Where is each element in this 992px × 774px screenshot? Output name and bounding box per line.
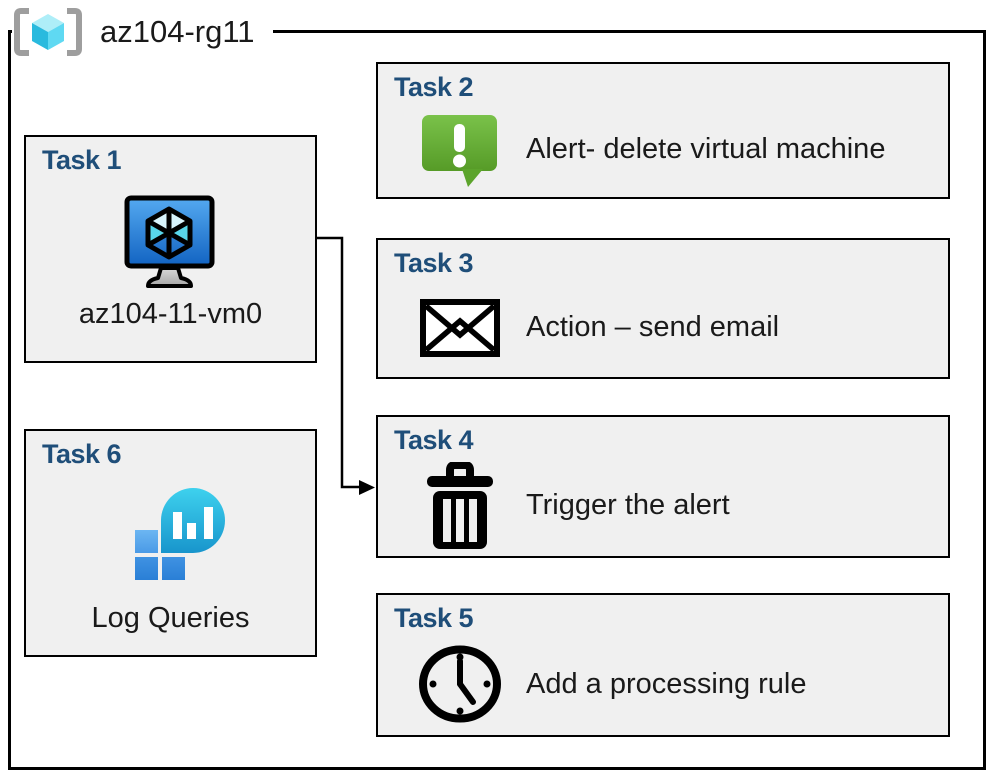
task3-box: Task 3 Action – send email	[376, 238, 950, 379]
task5-item-label: Add a processing rule	[526, 667, 807, 700]
task1-header: Task 1	[42, 145, 122, 175]
task3-item-label: Action – send email	[526, 311, 780, 343]
trash-icon	[418, 461, 502, 550]
task2-header: Task 2	[394, 72, 474, 102]
task4-item-label: Trigger the alert	[526, 489, 730, 521]
resource-group-boundary	[8, 30, 986, 770]
log-analytics-icon	[134, 485, 227, 587]
email-envelope-icon	[418, 298, 502, 357]
resource-group-legend: az104-rg11	[12, 2, 273, 62]
task4-box: Task 4 Trigger the alert	[376, 415, 950, 558]
task5-box: Task 5 Add a processing rule	[376, 593, 950, 737]
resource-group-name: az104-rg11	[100, 14, 255, 49]
task1-item-label: az104-11-vm0	[78, 298, 263, 330]
task4-header: Task 4	[394, 425, 474, 455]
resource-group-icon	[14, 8, 82, 56]
task2-box: Task 2 Alert- delete virtual machine	[376, 62, 950, 199]
task6-box: Task 6	[24, 429, 317, 657]
task3-header: Task 3	[394, 248, 474, 278]
virtual-machine-icon	[124, 195, 216, 296]
clock-icon	[418, 645, 502, 723]
task5-header: Task 5	[394, 603, 474, 633]
task2-item-label: Alert- delete virtual machine	[526, 133, 886, 165]
task6-item-label: Log Queries	[91, 602, 250, 634]
task6-header: Task 6	[42, 439, 122, 469]
task1-box: Task 1	[24, 135, 317, 363]
alert-message-icon	[418, 111, 502, 189]
